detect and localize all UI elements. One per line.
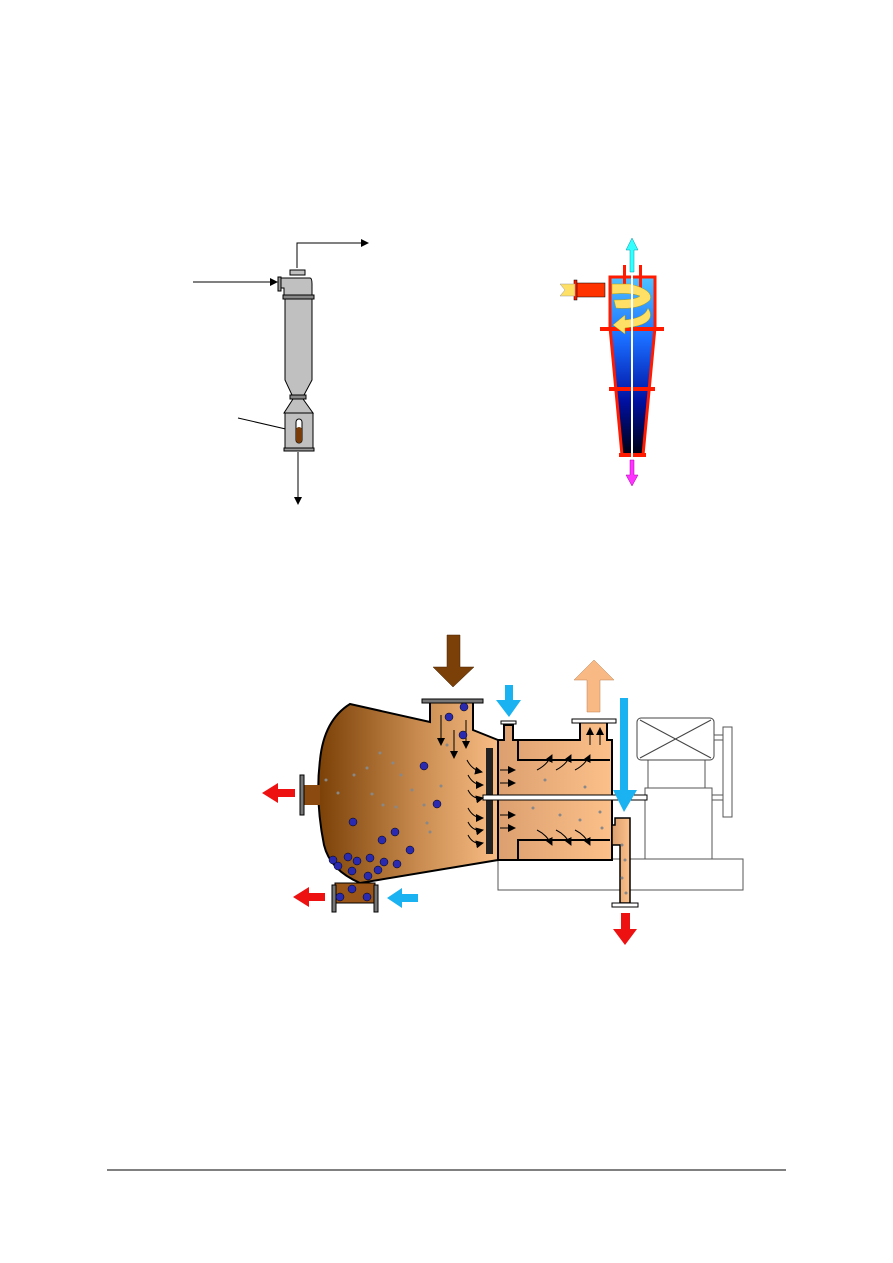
motor-housing [644, 787, 713, 860]
sight-glass-pointer [237, 417, 291, 431]
feed-flange [421, 698, 484, 704]
decanter-figure [262, 634, 744, 945]
overflow-arrow [625, 237, 639, 273]
separator-column [284, 298, 313, 396]
settling-chamber [317, 701, 499, 885]
product-outlet-arrow [573, 659, 615, 713]
coupling-flange [722, 726, 733, 818]
bottom-discharge-arrow [613, 913, 637, 945]
flush-inlet-arrow [387, 888, 418, 908]
hydrocyclone-figure [559, 237, 664, 487]
discharge-pipe [611, 817, 631, 904]
water-inlet-arrow [496, 685, 521, 717]
fine-particles [324, 743, 628, 895]
underflow-arrow [625, 459, 639, 487]
feed-arrow [559, 283, 576, 297]
heavy-particles [328, 702, 469, 902]
sludge-discharge-arrow [293, 887, 325, 907]
water-feed-arrow [613, 698, 637, 812]
feed-arrow [432, 634, 475, 688]
side-discharge-arrow [262, 783, 295, 803]
disc-stack [486, 748, 493, 854]
inlet-pipe [575, 282, 606, 298]
top-outlet-arrow [296, 239, 369, 268]
side-outlet-flange [299, 774, 305, 816]
gravity-separator-figure [193, 239, 369, 505]
motor-box [636, 717, 715, 761]
